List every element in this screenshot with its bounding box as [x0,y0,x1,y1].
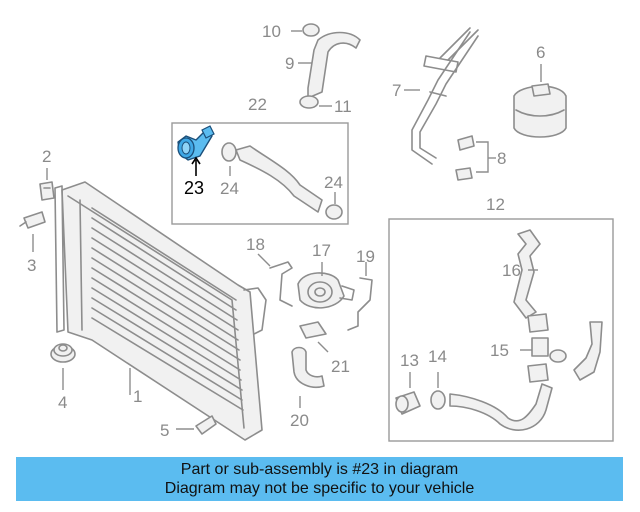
banner-line-2: Diagram may not be specific to your vehi… [164,480,475,497]
hose-16[interactable] [513,229,541,319]
callout-19: 19 [356,247,375,266]
callout-24-left: 24 [220,179,239,198]
clamp-21[interactable] [299,321,327,339]
mount-4[interactable] [50,343,76,363]
callout-7: 7 [392,81,401,100]
fitting-8[interactable] [455,135,475,181]
callout-14: 14 [428,347,447,366]
callout-23: 23 [184,178,204,198]
callout-24-right: 24 [324,173,343,192]
callout-5: 5 [160,421,169,440]
mount-2[interactable] [39,181,55,201]
callout-10: 10 [262,22,281,41]
fitting-13[interactable] [395,391,421,415]
bolt-5[interactable] [195,415,217,435]
bracket-19[interactable] [347,277,373,331]
clamp-11[interactable] [299,95,319,109]
callout-1: 1 [133,387,142,406]
hose-9[interactable] [307,31,361,99]
clamp-14[interactable] [430,390,446,410]
bolt-3[interactable] [19,211,46,229]
callout-15: 15 [490,341,509,360]
callout-18: 18 [246,235,265,254]
callout-6: 6 [536,43,545,62]
hose-20[interactable] [291,346,325,388]
expansion-tank-6[interactable] [513,83,567,138]
callout-3: 3 [27,256,36,275]
callout-9: 9 [285,54,294,73]
water-pump-17[interactable] [297,272,355,309]
callout-4: 4 [58,393,67,412]
callout-22: 22 [248,95,267,114]
callout-2: 2 [42,147,51,166]
info-banner: Part or sub-assembly is #23 in diagram D… [16,457,623,501]
parts-diagram: 1 2 3 4 5 6 7 8 9 10 11 12 13 14 15 16 1… [19,22,614,442]
connector-15[interactable] [527,313,567,383]
clamp-10[interactable] [302,23,320,37]
hose-lower[interactable] [449,383,553,431]
callout-20: 20 [290,411,309,430]
callout-12: 12 [486,195,505,214]
bracket-18[interactable] [269,261,293,307]
assembly-box-22 [171,122,349,225]
radiator[interactable] [54,181,267,441]
banner-line-1: Part or sub-assembly is #23 in diagram [180,461,459,478]
hose-right[interactable] [573,321,603,381]
callout-16: 16 [502,261,521,280]
callout-13: 13 [400,351,419,370]
callout-21: 21 [331,357,350,376]
callout-11: 11 [334,97,352,116]
coolant-flange-23-highlighted[interactable] [177,125,215,161]
pipe-7[interactable] [411,27,479,165]
assembly-box-12 [388,218,614,442]
callout-8: 8 [497,149,506,168]
hose-22[interactable] [221,142,343,220]
callout-17: 17 [312,241,331,260]
